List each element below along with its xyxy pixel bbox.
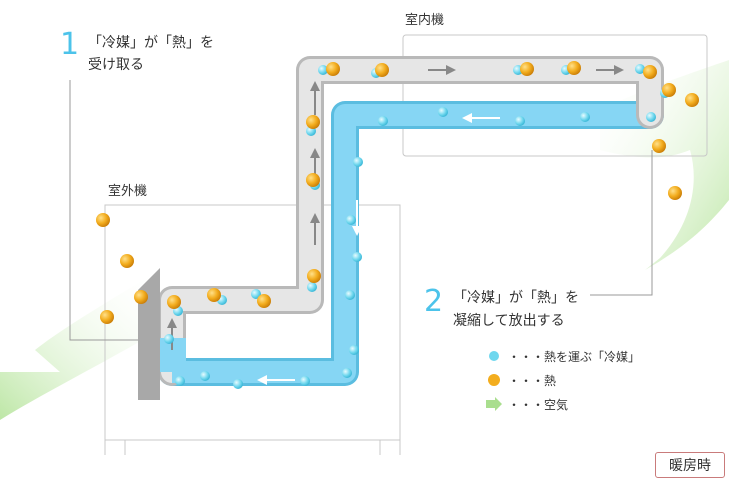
orange-dot-icon (486, 373, 502, 387)
step1-leader-line (69, 80, 140, 341)
step2-line1: 「冷媒」が「熱」を (453, 290, 579, 306)
heat-dots (96, 61, 699, 324)
flow-arrow-blue (257, 113, 500, 385)
outdoor-unit-label: 室外機 (108, 184, 148, 199)
step2-leader-line (590, 150, 653, 296)
indoor-unit-outline (402, 34, 708, 157)
step2-line2: 凝縮して放出する (453, 313, 565, 329)
indoor-unit-label: 室内機 (405, 13, 445, 28)
step1-line2: 受け取る (88, 57, 144, 73)
green-arrow-icon (486, 397, 502, 411)
step1-number: 1 (60, 27, 80, 62)
refrigerant-pipe-blue (158, 101, 664, 386)
flow-arrow (167, 65, 624, 350)
legend-heat-label: ・・・熱 (508, 373, 557, 388)
outdoor-heat-exchanger (138, 268, 160, 400)
legend-refrigerant-label: ・・・熱を運ぶ「冷媒」 (508, 349, 641, 364)
cyan-dot-icon (486, 350, 502, 362)
mode-badge: 暖房時 (655, 452, 725, 478)
step1-line1: 「冷媒」が「熱」を (88, 35, 214, 51)
legend-refrigerant: ・・・熱を運ぶ「冷媒」 (486, 347, 640, 365)
outdoor-unit-outline (104, 204, 401, 455)
legend-air-label: ・・・空気 (508, 397, 569, 412)
legend-heat: ・・・熱 (486, 371, 556, 389)
air-flow-left-icon (0, 270, 160, 420)
step2-number: 2 (424, 284, 444, 319)
legend-air: ・・・空気 (486, 395, 568, 413)
